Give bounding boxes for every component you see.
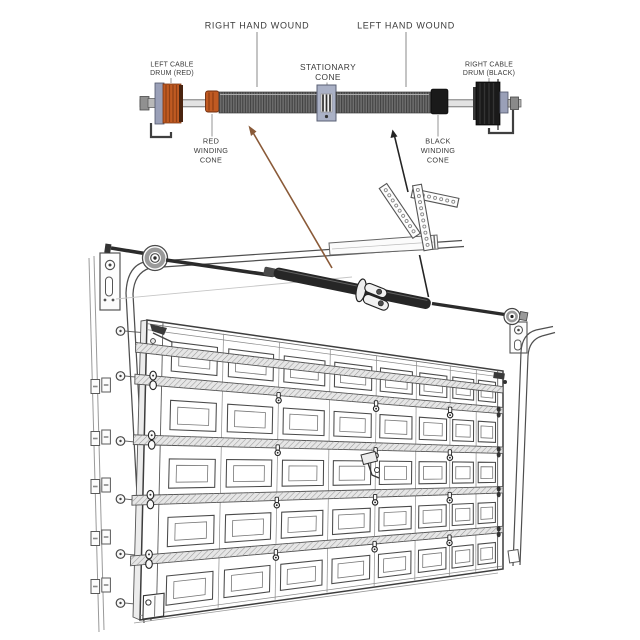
red-winding-cone: [205, 90, 220, 113]
label-left-cable-drum-2: DRUM (RED): [150, 70, 194, 77]
stationary-cone: [316, 84, 337, 122]
right-track: [507, 325, 556, 567]
opener-bracket: [360, 450, 380, 479]
door-hinges: [145, 370, 501, 569]
left-flag-bracket: [99, 252, 121, 311]
top-left-roller-fixture: [150, 324, 173, 344]
installed-torsion-spring: [263, 266, 431, 311]
top-right-roller-fixture: [493, 372, 507, 384]
sectional-door: [129, 319, 504, 621]
perforated-hanger-bracket: [378, 182, 460, 252]
label-right-cable-drum-2: DRUM (BLACK): [463, 70, 515, 77]
installed-torsion-assembly: [104, 243, 529, 326]
callout-arrow-black-spring: [390, 129, 430, 298]
top-spring-assembly-diagram: RIGHT HAND WOUND LEFT HAND WOUND LEFT CA…: [139, 21, 522, 165]
label-black-winding-cone-1: BLACK: [425, 137, 450, 146]
callout-arrow-red-spring: [248, 125, 333, 269]
label-black-winding-cone-3: CONE: [427, 156, 449, 165]
right-bearing-foot: [487, 110, 515, 135]
label-stationary-cone-1: STATIONARY: [300, 62, 356, 72]
door-struts: [129, 341, 504, 567]
label-stationary-cone-2: CONE: [315, 72, 341, 82]
label-left-hand-wound: LEFT HAND WOUND: [357, 21, 455, 31]
left-install-cable-drum: [141, 244, 169, 272]
label-black-winding-cone-2: WINDING: [421, 146, 456, 155]
label-red-winding-cone-3: CONE: [200, 156, 222, 165]
door-bottom-shadow: [133, 572, 499, 624]
left-cable-drum-red: [162, 83, 183, 124]
right-shaft-nut: [510, 96, 519, 110]
right-flag-bracket: [509, 321, 528, 354]
spring-left-hand-wound: [335, 91, 432, 114]
track-support-beam: [328, 234, 439, 256]
label-right-cable-drum-1: RIGHT CABLE: [465, 62, 513, 69]
black-winding-cone: [430, 88, 449, 115]
label-right-hand-wound: RIGHT HAND WOUND: [205, 21, 310, 31]
garage-door-drawing: [88, 125, 556, 633]
right-install-cable-drum: [503, 307, 521, 326]
label-red-winding-cone-1: RED: [203, 137, 219, 146]
label-red-winding-cone-2: WINDING: [194, 146, 229, 155]
label-left-cable-drum-1: LEFT CABLE: [150, 62, 193, 69]
left-bearing-foot: [149, 123, 173, 139]
door-panels: [165, 341, 497, 606]
right-cable-drum-black: [473, 81, 509, 126]
left-shaft-nut: [139, 96, 150, 111]
bottom-bracket: [142, 592, 165, 620]
spring-right-hand-wound: [218, 91, 319, 114]
